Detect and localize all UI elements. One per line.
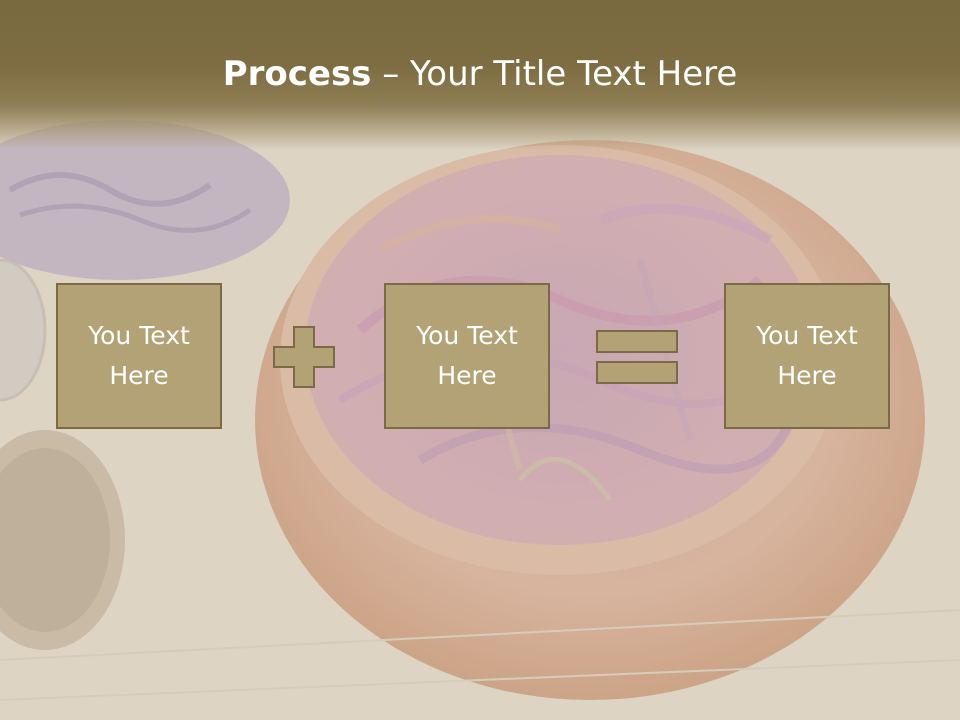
process-box-2-text: You Text Here [416,321,518,390]
title-band [0,0,960,150]
plus-icon [273,326,335,388]
process-box-3-text: You Text Here [756,321,858,390]
title-bold: Process [222,54,372,94]
process-box-1[interactable]: You Text Here [56,283,222,429]
title-rest: – Your Title Text Here [371,54,738,94]
process-box-3[interactable]: You Text Here [724,283,890,429]
equals-icon [596,330,678,384]
process-box-2[interactable]: You Text Here [384,283,550,429]
process-box-1-text: You Text Here [88,321,190,390]
slide-title: Process – Your Title Text Here [0,52,960,96]
